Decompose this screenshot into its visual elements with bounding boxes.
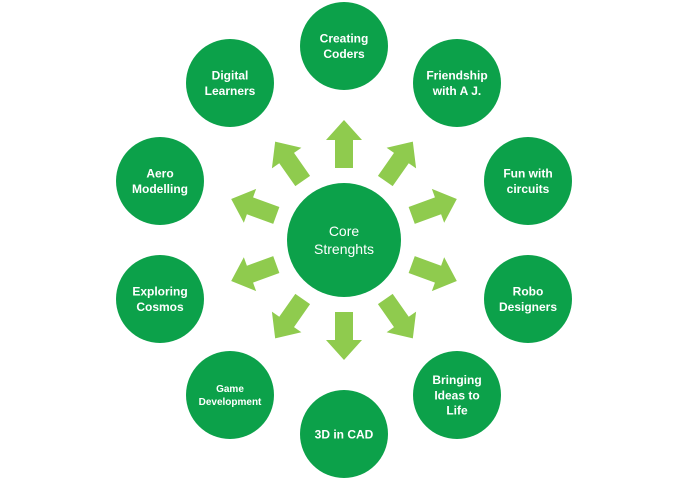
node-exploring-cosmos-circle <box>116 255 204 343</box>
node-aero-modelling-label-line: Aero <box>146 167 173 181</box>
center-node-label-line: Strenghts <box>314 241 374 257</box>
node-fun-with-circuits-label-line: Fun with <box>503 167 552 181</box>
node-3d-in-cad: 3D in CAD <box>300 390 388 478</box>
node-3d-in-cad-label-line: 3D in CAD <box>315 427 374 441</box>
arrow-to-digital-learners <box>271 141 311 187</box>
node-bringing-ideas-to-life-label-line: Bringing <box>432 373 481 387</box>
node-robo-designers-label-line: Designers <box>499 300 557 314</box>
node-creating-coders-label-line: Coders <box>323 47 365 61</box>
node-robo-designers-label-line: Robo <box>513 285 544 299</box>
node-bringing-ideas-to-life-circle <box>413 351 501 439</box>
node-3d-in-cad-circle <box>300 390 388 478</box>
center-node-label-line: Core <box>329 223 360 239</box>
arrow-to-fun-with-circuits <box>408 188 457 224</box>
center-node-circle <box>287 183 401 297</box>
node-fun-with-circuits-circle <box>484 137 572 225</box>
node-digital-learners-label-line: Digital <box>212 69 249 83</box>
node-exploring-cosmos-label-line: Exploring <box>132 285 187 299</box>
node-creating-coders-circle <box>300 2 388 90</box>
node-game-development-circle <box>186 351 274 439</box>
node-fun-with-circuits-label-line: circuits <box>507 182 550 196</box>
node-digital-learners-label-line: Learners <box>205 84 256 98</box>
node-aero-modelling-label-line: Modelling <box>132 182 188 196</box>
arrow-to-3d-in-cad <box>326 312 362 360</box>
node-game-development-label-line: Game <box>216 384 244 395</box>
node-digital-learners-circle <box>186 39 274 127</box>
node-aero-modelling-circle <box>116 137 204 225</box>
arrows-layer <box>231 120 457 360</box>
arrow-to-aero-modelling <box>231 188 280 224</box>
arrow-to-game-development <box>271 293 311 339</box>
node-robo-designers-circle <box>484 255 572 343</box>
arrow-to-exploring-cosmos <box>231 256 280 292</box>
arrow-to-friendship-with-aj <box>377 141 417 187</box>
arrow-to-robo-designers <box>408 256 457 292</box>
node-friendship-with-aj-label-line: Friendship <box>426 69 487 83</box>
node-bringing-ideas-to-life-label-line: Life <box>446 404 468 418</box>
node-exploring-cosmos-label-line: Cosmos <box>136 300 184 314</box>
node-friendship-with-aj-circle <box>413 39 501 127</box>
arrow-to-creating-coders <box>326 120 362 168</box>
node-bringing-ideas-to-life-label-line: Ideas to <box>434 388 479 402</box>
node-friendship-with-aj-label-line: with A J. <box>432 84 481 98</box>
arrow-to-bringing-ideas-to-life <box>377 293 417 339</box>
node-game-development-label-line: Development <box>199 397 262 408</box>
node-creating-coders-label-line: Creating <box>320 32 369 46</box>
